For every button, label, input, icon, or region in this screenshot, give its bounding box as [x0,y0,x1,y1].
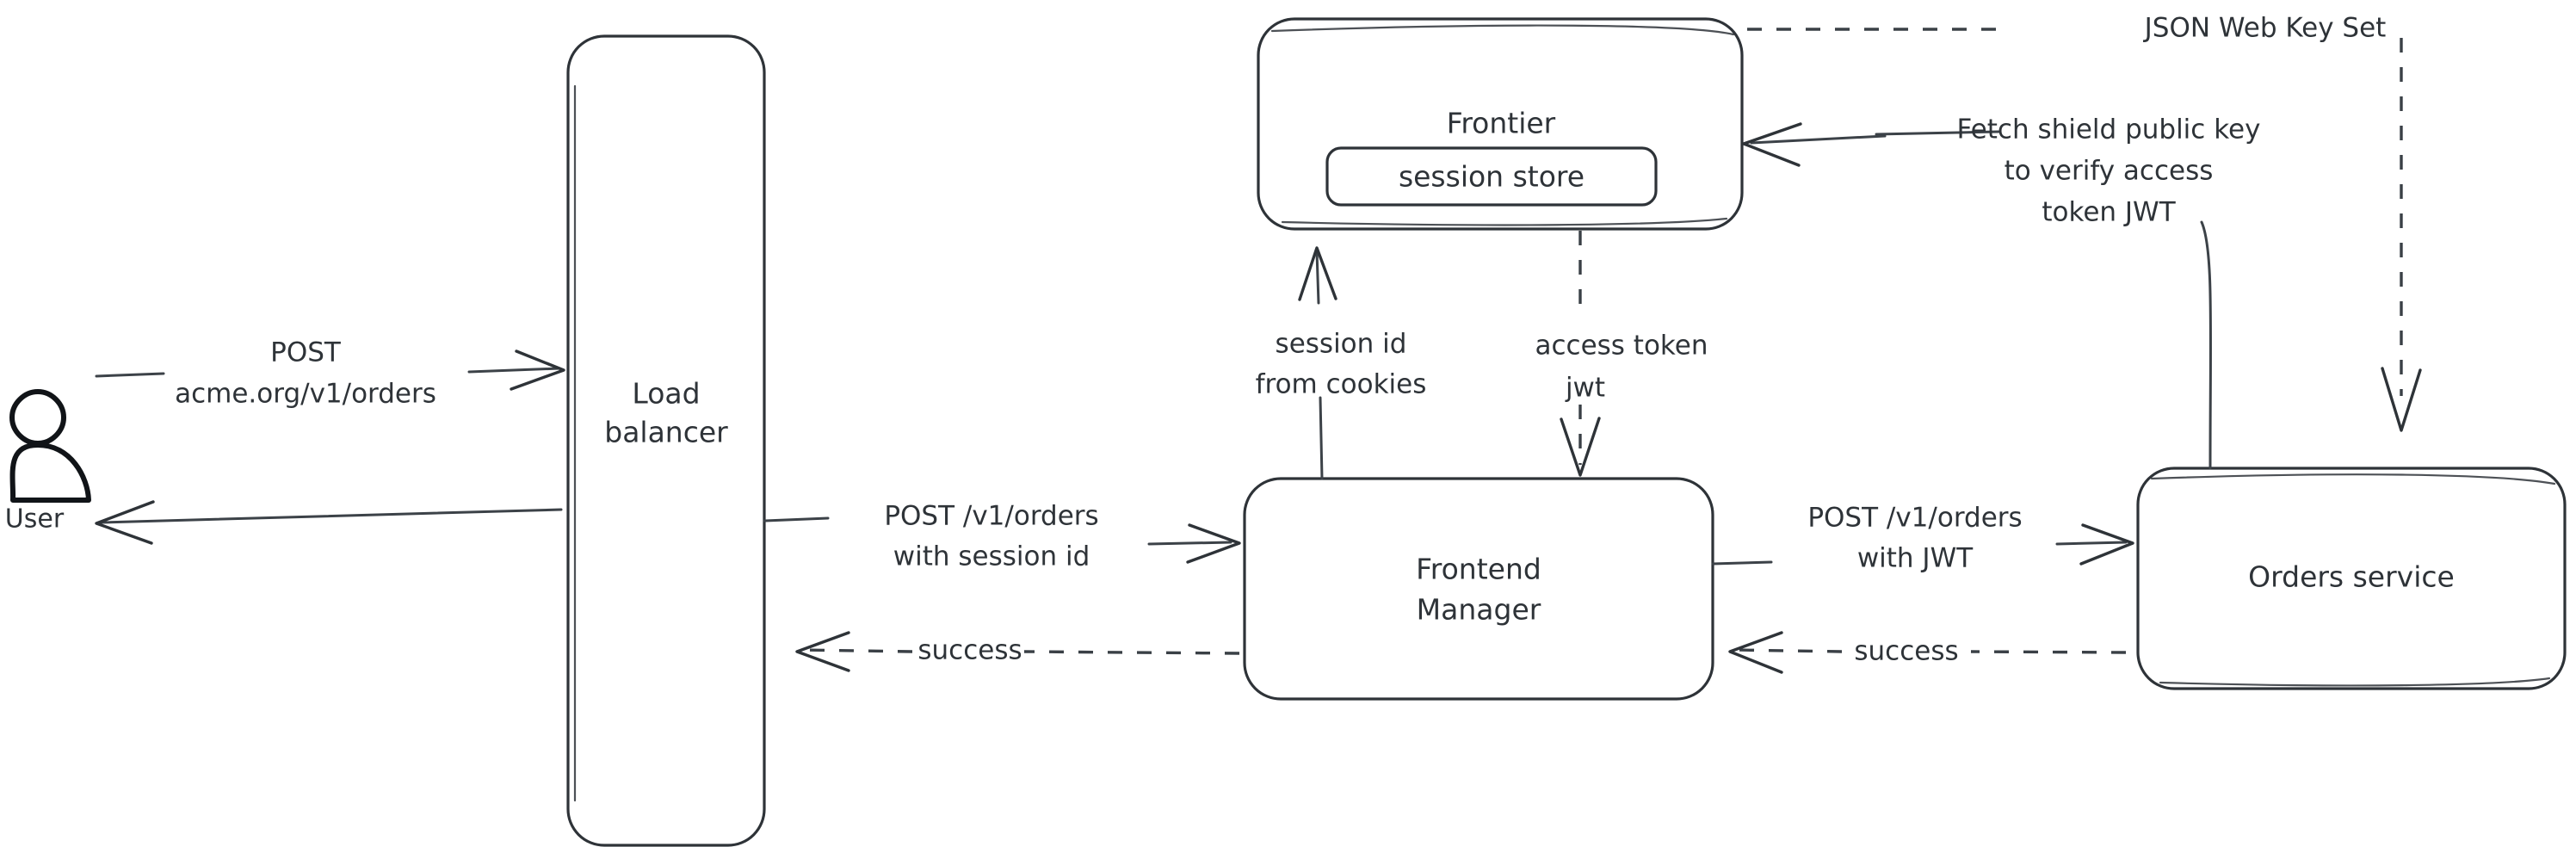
edge-orders-service-to-frontend-manager: success [1728,631,2127,674]
user-head-icon [9,389,66,446]
edge-fm-to-lb-line-left [800,648,913,653]
node-frontend-manager-label-line2: Manager [1417,593,1541,627]
session-store-box[interactable] [1325,146,1658,207]
edge-fm-to-orders-label-line2: with JWT [1857,543,1974,574]
edge-fm-to-orders-line [2055,541,2128,546]
edge-user-to-lb-stub [95,372,165,378]
edge-orders-to-fm-label: success [1854,636,1958,667]
edge-frontend-manager-to-orders-service: POST /v1/orders with JWT [1711,503,2134,574]
node-user[interactable]: User [5,389,91,535]
edge-frontier-to-frontend-manager: access token jwt [1535,231,1708,477]
node-orders-service-label: Orders service [2248,560,2455,594]
node-load-balancer-label-line2: balancer [604,416,728,449]
node-frontier[interactable]: Frontier session store [1257,17,1744,231]
edge-fm-to-lb-line-right [1023,650,1240,655]
orders-service-sketch-line-bottom [2159,677,2551,687]
edge-orders-to-frontier-line-horizontal [1875,130,2000,136]
edge-frontier-to-fm-label-line2: jwt [1565,373,1605,404]
edge-lb-to-fm-stub [763,516,830,522]
edge-fm-to-lb-arrowhead-icon [795,631,850,672]
edge-orders-to-fm-arrowhead-icon [1728,631,1783,674]
edge-fm-to-frontier-line-upper [1315,250,1320,305]
node-user-label: User [5,504,65,535]
edge-lb-to-fm-label-line1: POST /v1/orders [884,501,1098,532]
edge-frontend-manager-to-load-balancer: success [795,631,1240,672]
orders-service-box[interactable] [2136,467,2567,690]
edge-lb-to-user-line [100,508,563,524]
edge-orders-service-to-frontier: Fetch shield public key to verify access… [1742,114,2261,470]
edge-fm-to-orders-arrowhead-icon [2079,523,2134,566]
edge-user-to-lb-label-line2: acme.org/v1/orders [175,379,436,410]
edge-load-balancer-to-user [95,500,563,545]
edge-frontier-to-orders-label: JSON Web Key Set [2143,13,2387,44]
edge-lb-to-fm-label-line2: with session id [893,541,1090,572]
orders-service-sketch-line-top [2150,473,2556,485]
edge-user-to-load-balancer: POST acme.org/v1/orders [95,337,565,410]
edge-frontier-to-fm-arrowhead-icon [1560,417,1601,477]
node-orders-service[interactable]: Orders service [2136,467,2567,690]
edge-fm-to-frontier-line-lower [1319,396,1324,480]
edge-user-to-lb-line [467,367,561,374]
node-frontier-label: Frontier [1447,107,1556,140]
edge-fm-to-frontier-label-line1: session id [1276,329,1407,360]
frontier-sketch-line-bottom [1281,217,1728,226]
edge-orders-to-frontier-label-line2: to verify access [2005,156,2214,187]
edge-orders-to-frontier-arrowhead-icon [1742,122,1802,167]
node-load-balancer-label-line1: Load [632,377,700,411]
edge-lb-to-user-arrowhead-icon [95,500,155,545]
edge-fm-to-orders-label-line1: POST /v1/orders [1807,503,2022,534]
edge-frontier-to-orders-arrowhead-icon [2381,367,2422,432]
edge-fm-to-orders-stub [1711,560,1773,566]
edge-frontier-to-orders-service: JSON Web Key Set [1747,13,2422,432]
node-frontend-manager[interactable]: Frontend Manager [1243,477,1714,701]
edge-user-to-lb-arrowhead-icon [510,349,565,391]
node-session-store-label: session store [1399,160,1585,194]
user-body-icon [9,442,91,503]
node-frontend-manager-label-line1: Frontend [1416,553,1541,586]
frontier-sketch-line-top [1270,24,1735,36]
edge-frontend-manager-to-frontier: session id from cookies [1256,246,1427,480]
edge-user-to-lb-label-line1: POST [270,337,342,368]
edge-orders-to-frontier-label-line3: token JWT [2042,197,2176,228]
edge-orders-to-frontier-line-approach [1750,134,1887,145]
node-load-balancer[interactable]: Load balancer [566,34,766,847]
load-balancer-box[interactable] [566,34,766,847]
edge-fm-to-frontier-arrowhead-icon [1298,246,1337,301]
edge-orders-to-frontier-label-line1: Fetch shield public key [1957,114,2261,145]
frontend-manager-box[interactable] [1243,477,1714,701]
edge-fm-to-frontier-label-line2: from cookies [1256,369,1427,400]
edge-load-balancer-to-frontend-manager: POST /v1/orders with session id [763,501,1241,572]
edge-fm-to-lb-label: success [917,635,1022,666]
edge-lb-to-fm-line [1147,541,1232,546]
node-session-store[interactable]: session store [1325,146,1658,207]
edge-lb-to-fm-arrowhead-icon [1186,523,1241,564]
edge-orders-to-fm-line-left [1733,648,1843,653]
edge-orders-to-frontier-line-vertical [2200,220,2213,470]
edge-frontier-to-fm-label-line1: access token [1535,331,1708,362]
